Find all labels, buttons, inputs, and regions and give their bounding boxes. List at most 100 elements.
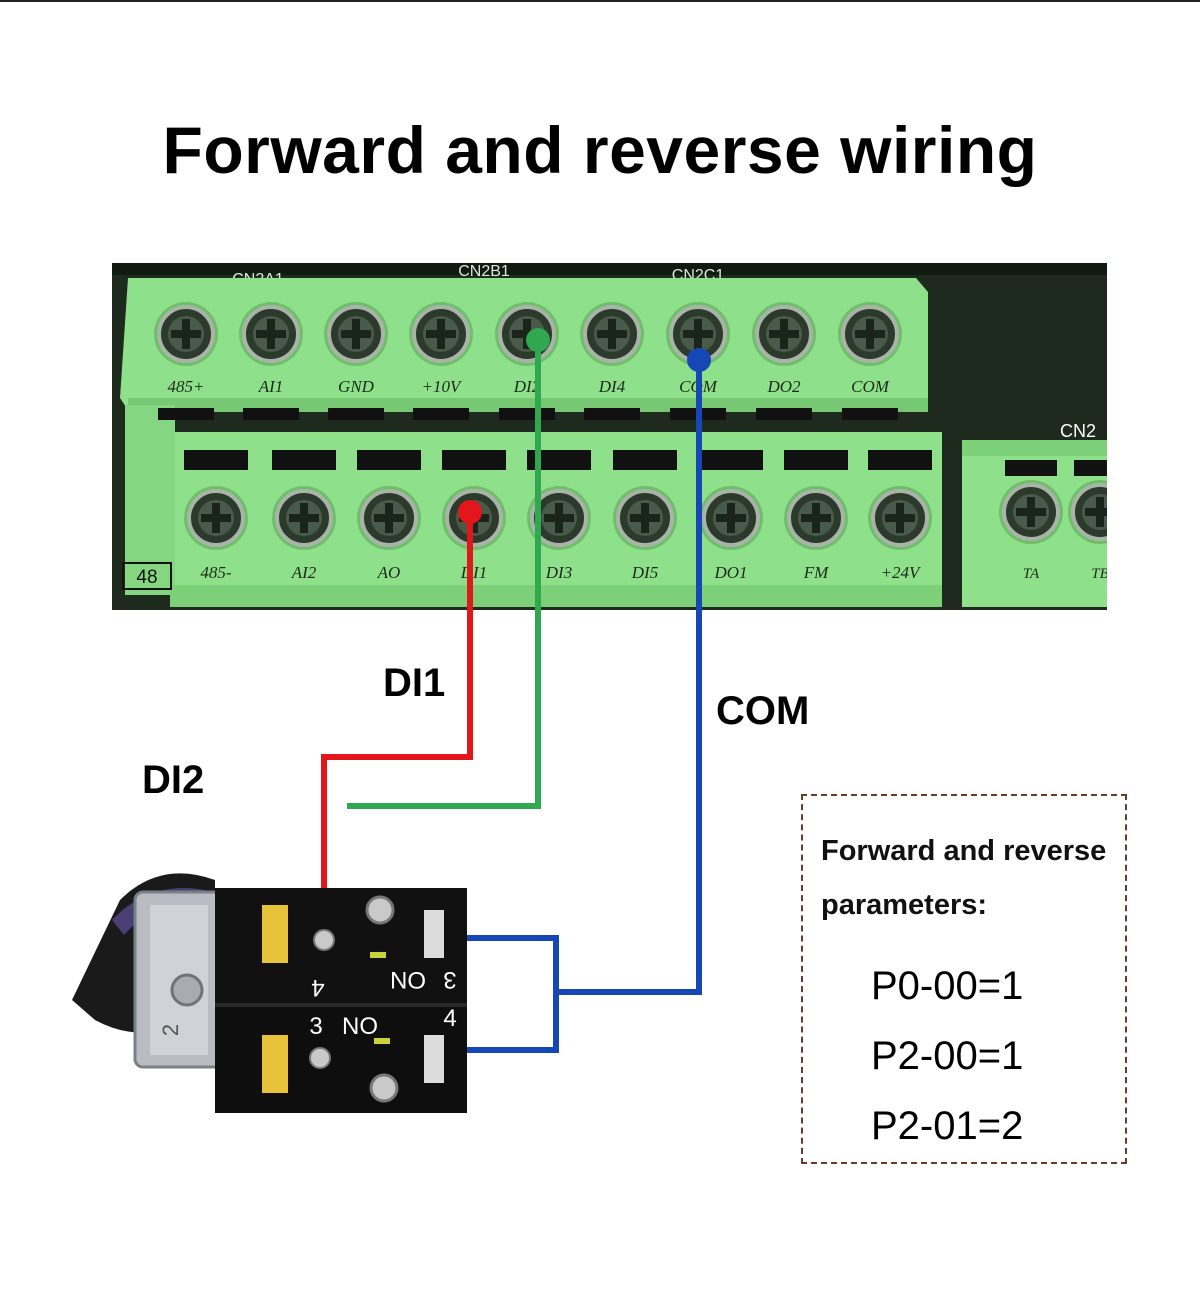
terminal-screw-bottom-ai2: [272, 486, 336, 550]
terminal-screw-bottom-485: [184, 486, 248, 550]
terminal-slot: [272, 450, 336, 470]
terminal-slot: [842, 408, 898, 420]
wire-com-endpoint: [687, 348, 711, 372]
wire-com: [559, 360, 702, 995]
terminal-slot: [868, 450, 932, 470]
terminal-label-top-10v: +10V: [422, 377, 463, 396]
terminal-screw-top-485: [154, 302, 218, 366]
terminal-label-bottom-fm: FM: [803, 563, 829, 582]
terminal-label-top-ai1: AI1: [258, 377, 284, 396]
relay-block-top: [962, 440, 1107, 456]
terminal-screw-top-com: [838, 302, 902, 366]
terminal-screw-bottom-di5: [613, 486, 677, 550]
parameters-heading: Forward and reverse parameters:: [821, 835, 1107, 921]
terminal-label-bottom-di5: DI5: [631, 563, 658, 582]
upper-screw-icon: [365, 895, 395, 925]
terminal-screw-bottom-di3: [527, 486, 591, 550]
terminal-label-top-di2: DI2: [513, 377, 541, 396]
terminal-screw-bottom-do1: [699, 486, 763, 550]
terminal-screw-top-10v: [409, 302, 473, 366]
terminal-slot: [357, 450, 421, 470]
upper-contact-state: ON: [390, 966, 426, 993]
terminal-label-bottom-485: 485-: [200, 563, 232, 582]
parameters-box: Forward and reverse parameters: P0-00=1 …: [801, 794, 1127, 1164]
terminal-slot: [584, 408, 640, 420]
header-label-cn2: CN2: [1060, 421, 1096, 441]
terminal-screw-top-di2: [495, 302, 559, 366]
relay-terminal-label-tb: TB: [1091, 566, 1109, 582]
terminal-screw-bottom-ao: [357, 486, 421, 550]
terminal-label-bottom-di1: DI1: [460, 563, 487, 582]
selector-switch: 4 ON 3 3 NO 4 2: [72, 873, 467, 1113]
lower-contact-left: 3: [309, 1013, 322, 1040]
wire-di1-endpoint: [458, 500, 482, 524]
lower-indicator: [374, 1038, 390, 1044]
wire-di2: [347, 340, 541, 809]
terminal-label-top-di4: DI4: [598, 377, 626, 396]
wire-label-di1: DI1: [383, 661, 446, 705]
corner-mark: 48: [136, 567, 157, 588]
upper-contact-left: 4: [311, 974, 324, 1001]
wire-label-di2: DI2: [142, 758, 205, 802]
bracket-side-mark: 2: [158, 1024, 183, 1036]
pcb-edge: [112, 263, 1107, 275]
terminal-slot: [756, 408, 812, 420]
terminal-slot: [527, 450, 591, 470]
upper-terminal-slot-right: [424, 910, 444, 958]
upper-indicator: [370, 952, 386, 958]
terminal-screw-top-com: [666, 302, 730, 366]
terminal-slot: [499, 408, 555, 420]
terminal-label-top-do2: DO2: [766, 377, 801, 396]
contact-divider: [215, 1003, 467, 1007]
terminal-label-top-com: COM: [851, 377, 890, 396]
lower-contact-right: 4: [443, 1005, 456, 1032]
parameter-item: P2-01=2: [871, 1104, 1024, 1148]
terminal-screw-top-gnd: [324, 302, 388, 366]
wire-di2-endpoint: [526, 328, 550, 352]
terminal-slot: [613, 450, 677, 470]
page-title: Forward and reverse wiring: [162, 113, 1038, 187]
lower-terminal-screw-icon: [309, 1047, 331, 1069]
header-label-cn2b1: CN2B1: [458, 263, 510, 280]
terminal-screw-top-ai1: [239, 302, 303, 366]
terminal-slot: [243, 408, 299, 420]
terminal-label-top-485: 485+: [168, 377, 205, 396]
right-margin: [1107, 430, 1200, 620]
terminal-slot: [442, 450, 506, 470]
wire-com-bridge: [438, 935, 559, 1053]
terminal-slot: [158, 408, 214, 420]
parameter-item: P0-00=1: [871, 964, 1024, 1008]
terminal-label-bottom-do1: DO1: [713, 563, 747, 582]
lower-contact-state: NO: [342, 1013, 378, 1040]
upper-contact-right: 3: [443, 966, 456, 993]
terminal-slot: [328, 408, 384, 420]
terminal-screw-top-di4: [580, 302, 644, 366]
lower-terminal-slot-right: [424, 1035, 444, 1083]
terminal-label-bottom-24v: +24V: [881, 563, 922, 582]
relay-terminal-label-ta: TA: [1023, 566, 1040, 582]
terminal-label-bottom-di3: DI3: [545, 563, 572, 582]
terminal-label-bottom-ao: AO: [377, 563, 401, 582]
wire-label-com: COM: [716, 689, 810, 733]
lower-terminal-slot-left: [262, 1035, 288, 1093]
wire-di1: [321, 512, 473, 935]
terminal-slot: [784, 450, 848, 470]
terminal-slot: [413, 408, 469, 420]
terminal-slot: [1005, 460, 1057, 476]
top-rule: [0, 0, 1200, 2]
upper-terminal-screw-icon: [313, 929, 335, 951]
terminal-label-top-gnd: GND: [338, 377, 375, 396]
terminal-slot: [699, 450, 763, 470]
parameter-item: P2-00=1: [871, 1034, 1024, 1078]
terminal-screw-bottom-24v: [868, 486, 932, 550]
terminal-screw-top-do2: [752, 302, 816, 366]
upper-terminal-slot-left: [262, 905, 288, 963]
terminal-slot: [184, 450, 248, 470]
relay-terminal-screw-ta: [999, 480, 1063, 544]
corner-mark-box: [122, 562, 172, 590]
terminal-label-bottom-ai2: AI2: [291, 563, 317, 582]
terminal-screw-bottom-fm: [784, 486, 848, 550]
bracket-screw-icon: [170, 973, 204, 1007]
lower-screw-icon: [369, 1073, 399, 1103]
